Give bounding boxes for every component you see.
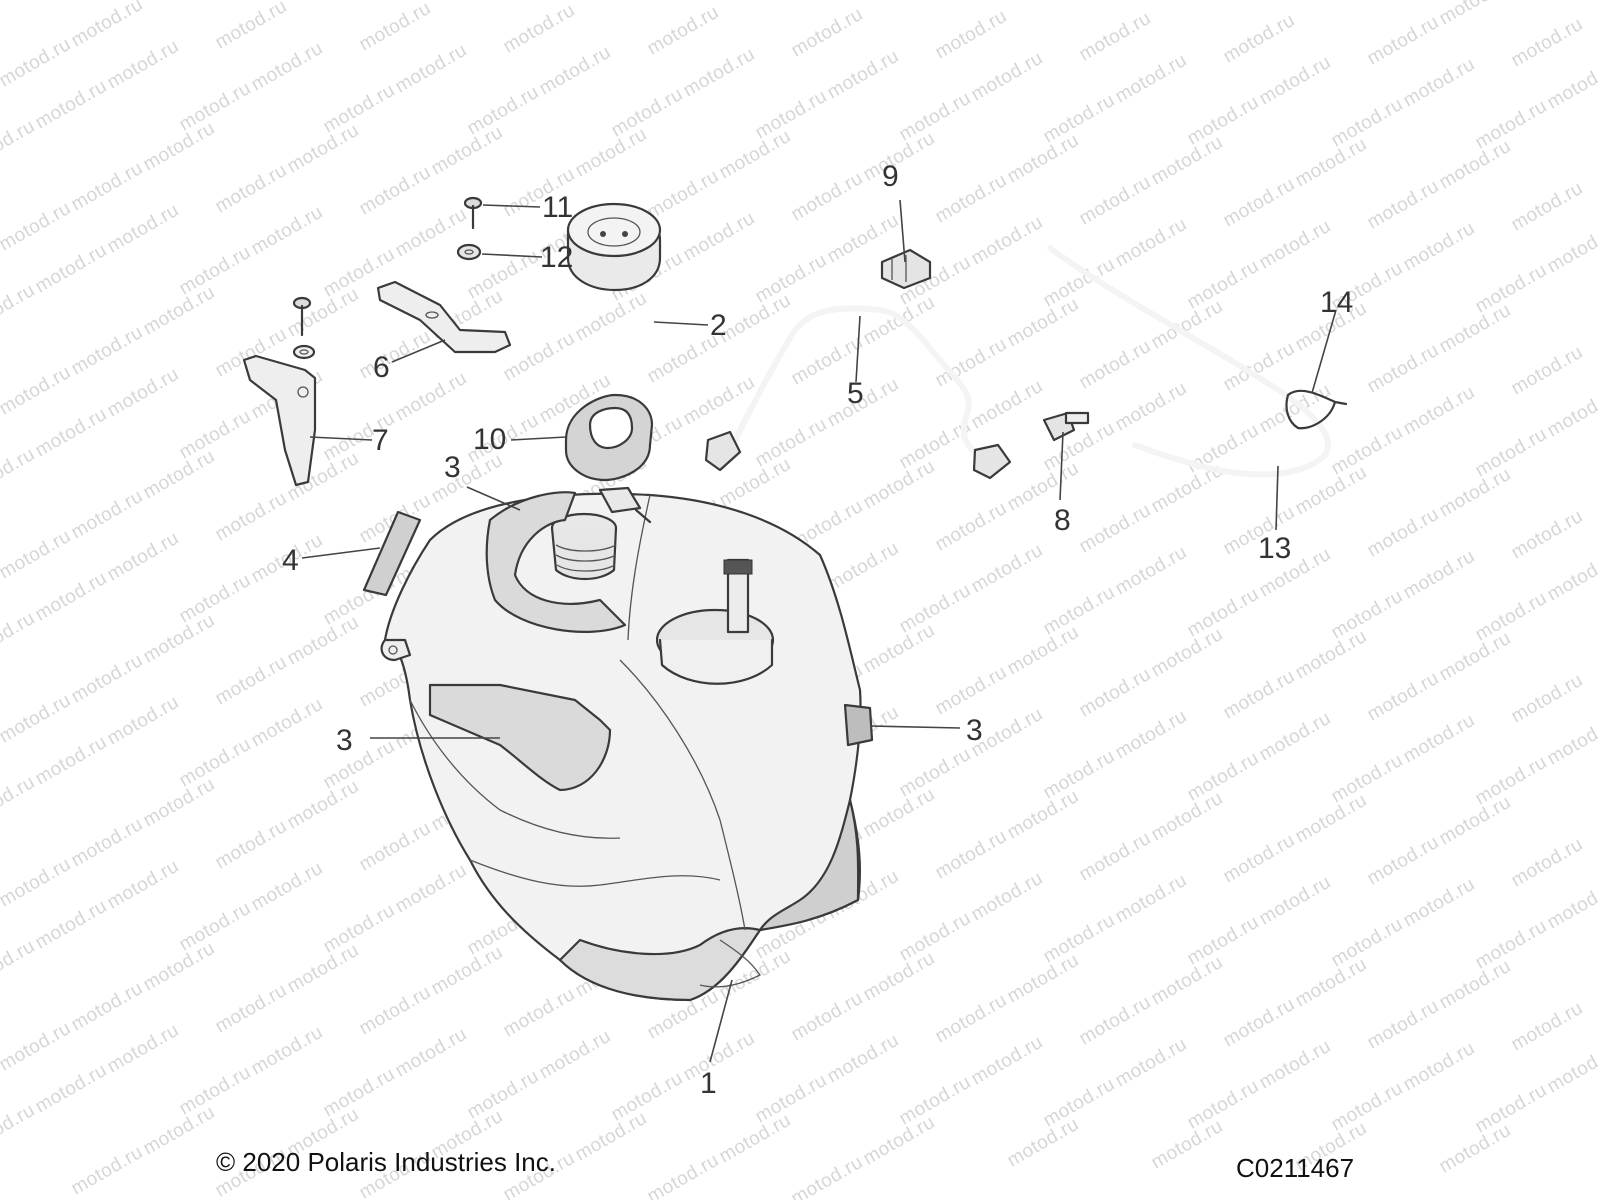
bracket-part-6 bbox=[376, 280, 512, 354]
callout-13: 13 bbox=[1258, 532, 1291, 565]
bolt-part-11 bbox=[463, 196, 483, 230]
gasket-part-10 bbox=[564, 393, 654, 482]
foam-pad-part-3 bbox=[428, 491, 874, 792]
fitting-part-8 bbox=[1042, 411, 1090, 442]
callout-labels: 11 12 2 6 7 10 9 5 8 14 13 3 4 3 3 1 bbox=[282, 160, 1353, 1100]
washer-part-12 bbox=[456, 243, 482, 261]
callout-11: 11 bbox=[542, 191, 573, 224]
diagram-id-text: C0211467 bbox=[1236, 1153, 1355, 1183]
callout-1: 1 bbox=[700, 1067, 717, 1100]
strap-part-14 bbox=[1285, 389, 1348, 430]
callout-8: 8 bbox=[1054, 504, 1071, 537]
callout-14: 14 bbox=[1320, 286, 1353, 319]
callout-3-left: 3 bbox=[336, 724, 353, 757]
clip-part-9 bbox=[880, 248, 932, 290]
callout-9: 9 bbox=[882, 160, 899, 193]
fuel-cap-part-2 bbox=[566, 202, 662, 292]
callout-4: 4 bbox=[282, 544, 299, 577]
copyright-text: © 2020 Polaris Industries Inc. bbox=[216, 1147, 556, 1177]
leader-lines bbox=[301, 199, 1337, 1063]
vent-hose-part-5 bbox=[704, 305, 1012, 480]
callout-5: 5 bbox=[847, 377, 864, 410]
callout-6: 6 bbox=[373, 351, 390, 384]
callout-2: 2 bbox=[710, 309, 727, 342]
bracket-part-7 bbox=[242, 296, 317, 487]
callout-3-right: 3 bbox=[966, 714, 983, 747]
hose-part-13 bbox=[1047, 245, 1332, 478]
callout-10: 10 bbox=[473, 423, 506, 456]
callout-7: 7 bbox=[372, 424, 389, 457]
pad-part-4 bbox=[362, 510, 422, 597]
callout-12: 12 bbox=[540, 241, 573, 274]
callout-3-top: 3 bbox=[444, 451, 461, 484]
fuel-tank-part-1 bbox=[380, 486, 862, 1002]
